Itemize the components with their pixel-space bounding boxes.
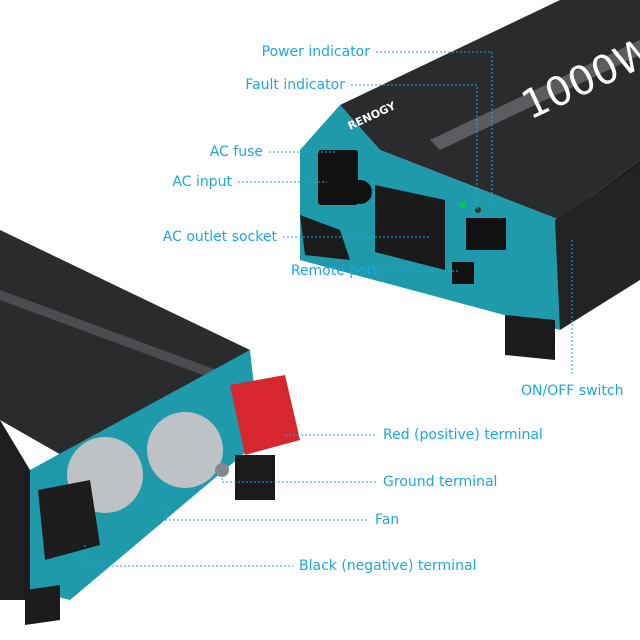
remote-port bbox=[452, 262, 474, 284]
label-ac-outlet-socket: AC outlet socket bbox=[162, 229, 277, 245]
fault-led bbox=[475, 207, 481, 213]
label-ac-fuse: AC fuse bbox=[209, 144, 263, 160]
positive-terminal bbox=[230, 375, 300, 455]
label-ac-input: AC input bbox=[172, 174, 232, 190]
on-off-switch bbox=[466, 218, 506, 250]
label-power-indicator: Power indicator bbox=[261, 44, 370, 60]
label-black-terminal: Black (negative) terminal bbox=[299, 558, 477, 574]
label-fan: Fan bbox=[375, 512, 400, 528]
label-red-terminal: Red (positive) terminal bbox=[383, 427, 543, 443]
negative-terminal bbox=[38, 480, 100, 560]
label-fault-indicator: Fault indicator bbox=[245, 77, 345, 93]
fan-right bbox=[147, 412, 223, 488]
upper-inverter: RENOGY 1000W bbox=[300, 0, 640, 360]
ac-fuse-holder bbox=[348, 180, 372, 204]
lower-inverter bbox=[0, 230, 300, 625]
label-remote-port: Remote port bbox=[290, 263, 378, 279]
ac-outlet-socket bbox=[375, 185, 445, 270]
power-led bbox=[460, 202, 466, 208]
ac-input-port bbox=[318, 150, 358, 205]
label-ground-terminal: Ground terminal bbox=[383, 474, 498, 490]
leader-lines bbox=[84, 51, 573, 567]
label-on-off-switch: ON/OFF switch bbox=[521, 383, 624, 399]
